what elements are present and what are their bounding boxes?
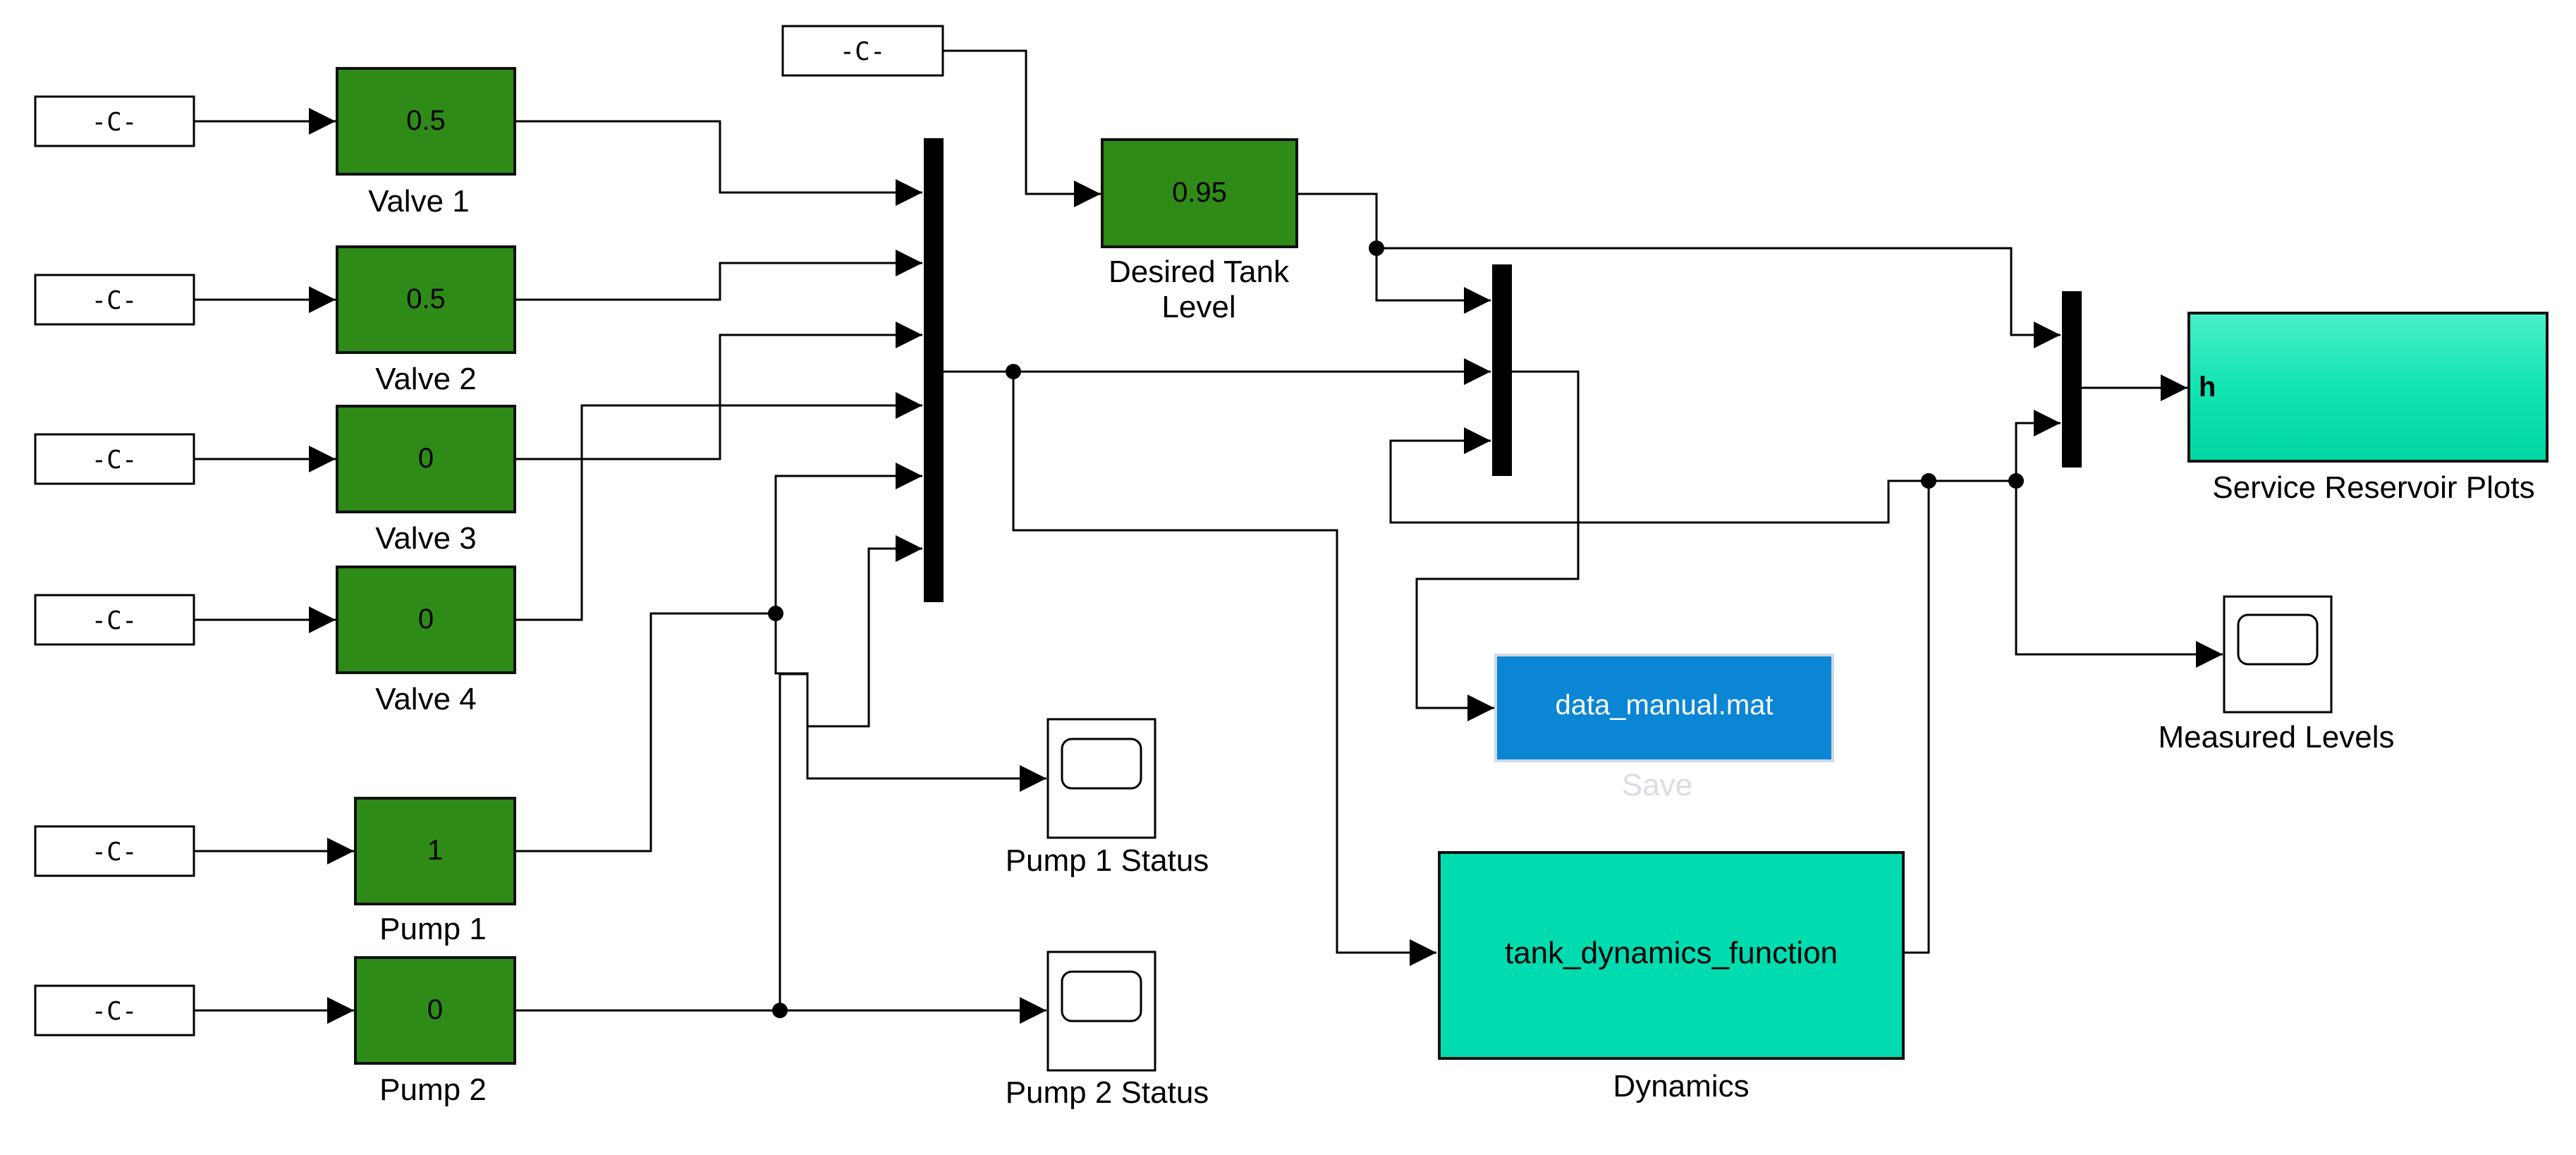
block-label-line1: Desired Tank	[1109, 255, 1290, 289]
block-label: Pump 1 Status	[1006, 843, 1209, 878]
constant-block-valve2[interactable]: -C-	[34, 274, 195, 326]
block-label-line2: Level	[1161, 290, 1235, 324]
signal-mux2-save[interactable]	[1415, 370, 1580, 721]
mux-block-2[interactable]	[1492, 264, 1512, 476]
display-block-level[interactable]: 0.95 Desired Tank Level	[1101, 138, 1298, 324]
signal-dynamics-out[interactable]	[1903, 479, 2016, 954]
constant-value: -C-	[91, 606, 137, 635]
constant-block-level[interactable]: -C-	[781, 25, 944, 77]
mux-block-1[interactable]	[924, 138, 944, 602]
block-label: Measured Levels	[2158, 720, 2394, 754]
block-label: Valve 2	[375, 362, 477, 396]
signal-valve1-mux1[interactable]	[515, 120, 922, 206]
constant-value: -C-	[91, 838, 137, 867]
block-label: Service Reservoir Plots	[2212, 470, 2534, 505]
block-label: Pump 2 Status	[1006, 1075, 1209, 1110]
constant-block-pump1[interactable]: -C-	[34, 825, 195, 877]
constant-block-valve3[interactable]: -C-	[34, 433, 195, 485]
mux-blocks	[924, 138, 2082, 602]
constant-value: -C-	[91, 446, 137, 475]
signal-lines	[194, 49, 2223, 1024]
block-label: Valve 1	[368, 184, 470, 219]
scope-pump2-status[interactable]: Pump 2 Status	[1006, 951, 1209, 1110]
display-value: 0	[418, 443, 434, 474]
display-value: 0.95	[1172, 177, 1227, 208]
constant-blocks: -C- -C- -C- -C- -C- -C- -C-	[34, 25, 944, 1037]
mux-block-3[interactable]	[2062, 291, 2082, 468]
signal-pump1-scope[interactable]	[774, 613, 1046, 792]
block-label: Pump 2	[379, 1072, 487, 1107]
branch-point	[1006, 364, 1021, 379]
signal-valve4-mux1[interactable]	[515, 392, 922, 621]
branch-point	[772, 1003, 788, 1018]
constant-value: -C-	[91, 286, 137, 315]
signal-dynamics-scope[interactable]	[2015, 481, 2223, 668]
block-label: Save	[1622, 768, 1692, 802]
service-reservoir-plots-block[interactable]: h Service Reservoir Plots	[2187, 312, 2548, 505]
display-block-valve3[interactable]: 0 Valve 3	[336, 405, 516, 556]
signal-dynamics-mux3[interactable]	[2015, 410, 2061, 481]
save-file-name: data_manual.mat	[1555, 690, 1773, 721]
block-label: Dynamics	[1613, 1069, 1749, 1104]
branch-point	[1369, 240, 1384, 256]
signal-valve3-mux1[interactable]	[515, 322, 922, 460]
dynamics-subsystem-block[interactable]: tank_dynamics_function Dynamics	[1438, 851, 1905, 1104]
scope-screen-icon	[1061, 738, 1142, 790]
display-value: 0.5	[406, 283, 446, 314]
branch-points	[768, 240, 2024, 1018]
signal-level-mux3[interactable]	[1376, 247, 2061, 348]
display-block-valve1[interactable]: 0.5 Valve 1	[336, 67, 516, 219]
subsystem-function-name: tank_dynamics_function	[1505, 936, 1838, 970]
display-block-pump1[interactable]: 1 Pump 1	[354, 797, 516, 946]
signal-mux1-dynamics[interactable]	[1012, 372, 1436, 966]
constant-block-valve4[interactable]: -C-	[34, 594, 195, 646]
block-label: Valve 3	[375, 521, 477, 556]
display-value: 0	[427, 994, 443, 1025]
constant-block-valve1[interactable]: -C-	[34, 95, 195, 147]
constant-value: -C-	[91, 997, 137, 1026]
scope-blocks: Pump 1 Status Pump 2 Status Measured Lev…	[1006, 595, 2395, 1110]
signal-pump1-mux1[interactable]	[515, 463, 922, 853]
constant-value: -C-	[91, 108, 137, 137]
branch-point	[2008, 473, 2024, 489]
display-value: 1	[427, 835, 443, 866]
scope-pump1-status[interactable]: Pump 1 Status	[1006, 718, 1209, 878]
branch-point	[768, 606, 783, 621]
display-blocks: 0.5 Valve 1 0.5 Valve 2 0 Valve 3 0 Valv…	[336, 67, 1298, 1107]
signal-const-level[interactable]	[943, 49, 1101, 207]
branch-point	[1921, 473, 1936, 489]
display-value: 0.5	[406, 105, 446, 136]
signal-valve2-mux1[interactable]	[515, 250, 922, 301]
scope-screen-icon	[2237, 613, 2319, 666]
scope-screen-icon	[1061, 970, 1142, 1022]
display-block-pump2[interactable]: 0 Pump 2	[354, 956, 516, 1107]
block-label: Pump 1	[379, 912, 487, 946]
save-to-file-block[interactable]: data_manual.mat Save	[1494, 654, 1834, 802]
scope-measured-levels[interactable]: Measured Levels	[2158, 595, 2395, 754]
display-block-valve4[interactable]: 0 Valve 4	[336, 566, 516, 716]
display-block-valve2[interactable]: 0.5 Valve 2	[336, 245, 516, 396]
constant-value: -C-	[839, 37, 885, 66]
constant-block-pump2[interactable]: -C-	[34, 984, 195, 1037]
block-label: Valve 4	[375, 682, 477, 716]
display-value: 0	[418, 604, 434, 635]
input-port-label: h	[2199, 372, 2216, 403]
signal-dynamics-mux2[interactable]	[1389, 427, 1929, 524]
